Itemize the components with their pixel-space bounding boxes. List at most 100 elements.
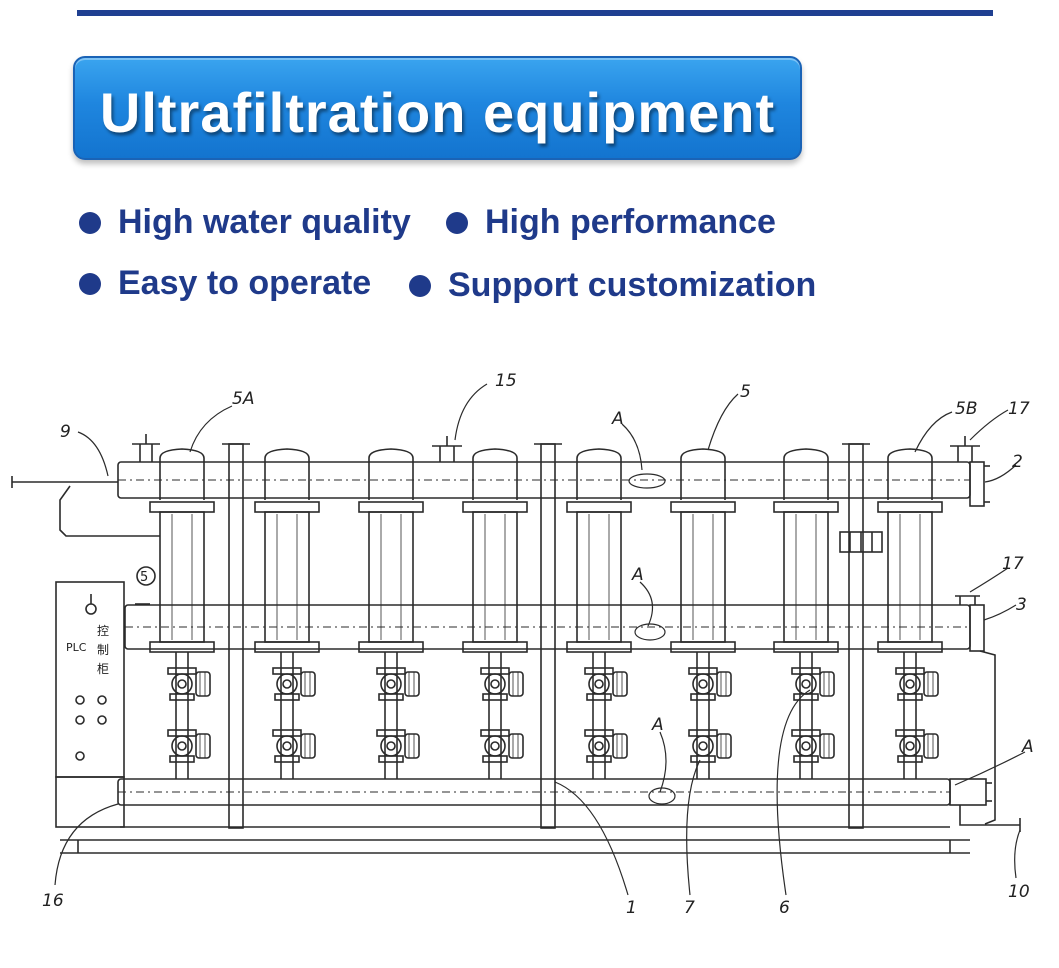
module-body: [576, 511, 622, 643]
valve-actuator: [612, 733, 628, 759]
bullet-icon: [409, 274, 431, 297]
feature-item: High water quality: [79, 203, 411, 242]
callout-a: A: [651, 715, 664, 735]
membrane-module: [670, 448, 736, 779]
module-body: [887, 511, 933, 643]
bullet-icon: [79, 272, 101, 295]
valve-actuator: [300, 671, 316, 697]
module-cap: [576, 448, 622, 500]
valve-actuator: [508, 671, 524, 697]
callout-a: A: [611, 409, 624, 429]
middle-header-pipe: [124, 604, 996, 825]
module-flange: [462, 641, 528, 653]
leader-lines: [54, 383, 1026, 896]
callout-6: 6: [779, 898, 790, 918]
module-cap: [264, 448, 310, 500]
module-cap: [159, 448, 205, 500]
module-flange: [566, 641, 632, 653]
module-flange: [462, 501, 528, 513]
valve-actuator: [195, 733, 211, 759]
valve-actuator: [404, 671, 420, 697]
callout-2: 2: [1012, 452, 1023, 472]
valve-actuator: [923, 733, 939, 759]
valve-actuator: [612, 671, 628, 697]
feature-item: High performance: [446, 203, 776, 242]
bottom-header-pipe: [117, 778, 1021, 832]
membrane-module: [773, 448, 839, 779]
module-flange: [670, 501, 736, 513]
module-flange: [773, 501, 839, 513]
module-body: [680, 511, 726, 643]
feature-item: Easy to operate: [79, 264, 371, 303]
cabinet-cn-char: 柜: [97, 662, 109, 676]
module-body: [159, 511, 205, 643]
valve-actuator: [404, 733, 420, 759]
callout-5a: 5A: [232, 389, 254, 409]
callout-3: 3: [1016, 595, 1027, 615]
module-flange: [149, 501, 215, 513]
feature-item: Support customization: [409, 266, 816, 305]
top-divider: [77, 10, 993, 16]
ultrafiltration-schematic: 9 5A 15 A 5 5B 17 2 17 3 A A A 16 1 7 6 …: [11, 371, 1034, 918]
module-flange: [877, 641, 943, 653]
top-header-pipe: [11, 461, 990, 537]
cabinet-cn-char: 控: [97, 624, 109, 638]
valve-body: [899, 735, 921, 757]
callout-17: 17: [1008, 399, 1030, 419]
callout-a: A: [631, 565, 644, 585]
valve-body: [588, 735, 610, 757]
title-banner: Ultrafiltration equipment: [73, 56, 802, 160]
cabinet-plc-label: PLC: [66, 641, 87, 654]
membrane-module: [149, 448, 215, 779]
valve-body: [692, 673, 714, 695]
module-flange: [358, 501, 424, 513]
callout-16: 16: [42, 891, 64, 911]
module-flange: [877, 501, 943, 513]
module-flange: [254, 501, 320, 513]
module-body: [368, 511, 414, 643]
valve-actuator: [923, 671, 939, 697]
valve-actuator: [716, 671, 732, 697]
valve-body: [380, 735, 402, 757]
plc-control-cabinet: [55, 566, 156, 828]
callout-a: A: [1021, 737, 1034, 757]
cabinet-cn-char: 制: [97, 643, 109, 657]
module-cap: [887, 448, 933, 500]
module-flange: [670, 641, 736, 653]
valve-body: [484, 673, 506, 695]
feature-label: High performance: [485, 203, 776, 241]
callout-10: 10: [1008, 882, 1030, 902]
module-flange: [773, 641, 839, 653]
membrane-module: [358, 448, 424, 779]
valve-body: [276, 673, 298, 695]
valve-body: [795, 735, 817, 757]
valve-body: [484, 735, 506, 757]
flow-meter-cluster: [839, 531, 883, 553]
membrane-module: [566, 448, 632, 779]
membrane-module: [877, 448, 943, 779]
callout-15: 15: [495, 371, 517, 391]
module-cap: [368, 448, 414, 500]
module-body: [264, 511, 310, 643]
bullet-icon: [446, 211, 468, 234]
page-title: Ultrafiltration equipment: [99, 81, 776, 144]
module-body: [472, 511, 518, 643]
valve-actuator: [508, 733, 524, 759]
module-cap: [472, 448, 518, 500]
valve-body: [899, 673, 921, 695]
callout-7: 7: [684, 898, 695, 918]
module-flange: [358, 641, 424, 653]
callout-9: 9: [60, 422, 71, 442]
valve-body: [588, 673, 610, 695]
valve-body: [171, 673, 193, 695]
valve-body: [276, 735, 298, 757]
cabinet-circle-label: 5: [140, 570, 148, 585]
valve-actuator: [300, 733, 316, 759]
membrane-modules: [149, 448, 943, 779]
module-flange: [566, 501, 632, 513]
callout-17: 17: [1002, 554, 1024, 574]
valve-body: [795, 673, 817, 695]
valve-body: [692, 735, 714, 757]
valve-actuator: [819, 733, 835, 759]
membrane-module: [462, 448, 528, 779]
